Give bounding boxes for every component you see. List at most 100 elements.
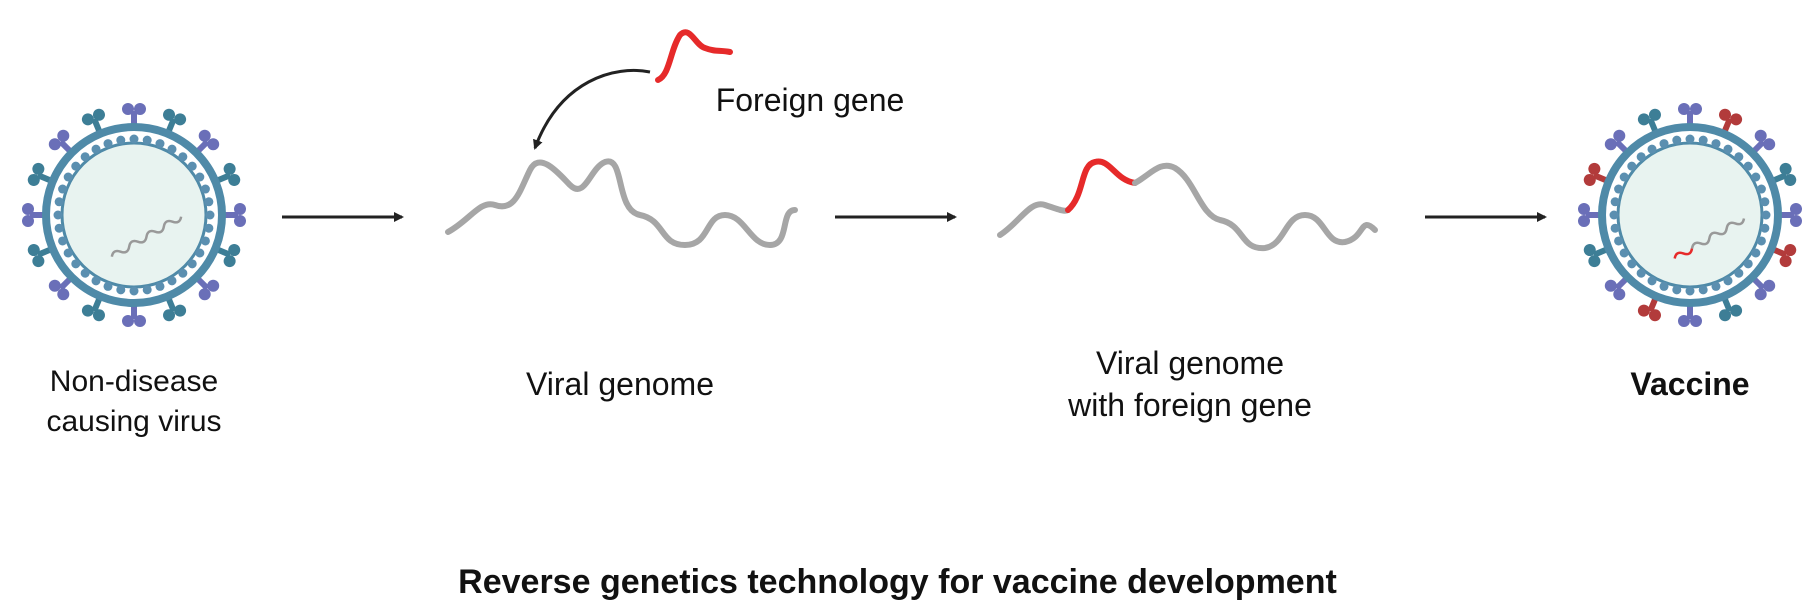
spike-protein-icon bbox=[1678, 301, 1702, 327]
foreign-gene-strand bbox=[655, 29, 733, 83]
membrane-bead bbox=[155, 281, 165, 291]
membrane-bead bbox=[167, 144, 177, 154]
membrane-bead bbox=[1619, 172, 1629, 182]
membrane-bead bbox=[1610, 223, 1620, 233]
insertion-arrow bbox=[533, 68, 651, 150]
diagram-title: Reverse genetics technology for vaccine … bbox=[458, 563, 1337, 601]
membrane-bead bbox=[1756, 184, 1766, 194]
membrane-bead bbox=[1647, 144, 1657, 154]
virus-capsid bbox=[60, 141, 208, 289]
membrane-bead bbox=[129, 134, 139, 144]
vaccine-capsid bbox=[1616, 141, 1764, 289]
vaccine-foreign-gene-strand bbox=[1673, 248, 1694, 259]
membrane-bead bbox=[205, 210, 215, 220]
modified-genome-left bbox=[997, 201, 1071, 238]
membrane-bead bbox=[116, 285, 126, 295]
membrane-bead bbox=[1760, 197, 1770, 207]
membrane-bead bbox=[1614, 184, 1624, 194]
membrane-bead bbox=[1636, 268, 1646, 278]
membrane-bead bbox=[1711, 281, 1721, 291]
virus-label: Non-disease causing virus bbox=[14, 362, 254, 442]
membrane-bead bbox=[187, 161, 197, 171]
membrane-bead bbox=[71, 161, 81, 171]
foreign-gene-label: Foreign gene bbox=[715, 82, 905, 118]
membrane-bead bbox=[187, 259, 197, 269]
membrane-bead bbox=[1619, 248, 1629, 258]
membrane-bead bbox=[195, 172, 205, 182]
virus-rna-strand bbox=[110, 216, 183, 257]
spike-protein-icon bbox=[212, 244, 241, 268]
vaccine-rna-strand bbox=[1690, 218, 1746, 249]
vaccine-label: Vaccine bbox=[1630, 366, 1750, 402]
vaccine-virus-icon bbox=[1578, 103, 1802, 327]
membrane-bead bbox=[71, 259, 81, 269]
membrane-bead bbox=[1609, 210, 1619, 220]
membrane-bead bbox=[200, 184, 210, 194]
membrane-bead bbox=[1685, 134, 1695, 144]
modified-genome-right bbox=[1132, 162, 1378, 252]
spike-protein-icon bbox=[122, 301, 146, 327]
membrane-bead bbox=[1698, 285, 1708, 295]
viral-genome-foreign-line-2: with foreign gene bbox=[1068, 387, 1312, 423]
membrane-bead bbox=[155, 139, 165, 149]
membrane-bead bbox=[1610, 197, 1620, 207]
viral-genome-foreign-line-1: Viral genome bbox=[1096, 345, 1284, 381]
membrane-bead bbox=[1756, 236, 1766, 246]
membrane-bead bbox=[204, 197, 214, 207]
inserted-foreign-gene bbox=[1065, 158, 1138, 213]
non-disease-virus-icon bbox=[22, 103, 246, 327]
membrane-bead bbox=[1761, 210, 1771, 220]
membrane-bead bbox=[1672, 285, 1682, 295]
membrane-bead bbox=[142, 285, 152, 295]
membrane-bead bbox=[1734, 268, 1744, 278]
viral-genome-strand bbox=[445, 158, 798, 249]
membrane-bead bbox=[54, 223, 64, 233]
membrane-bead bbox=[1760, 223, 1770, 233]
membrane-bead bbox=[195, 248, 205, 258]
membrane-bead bbox=[103, 139, 113, 149]
membrane-bead bbox=[1627, 161, 1637, 171]
membrane-bead bbox=[1723, 144, 1733, 154]
spike-protein-icon bbox=[122, 103, 146, 129]
membrane-bead bbox=[1723, 276, 1733, 286]
spike-protein-icon bbox=[1678, 103, 1702, 129]
membrane-bead bbox=[1659, 139, 1669, 149]
membrane-bead bbox=[204, 223, 214, 233]
membrane-bead bbox=[58, 236, 68, 246]
membrane-bead bbox=[63, 248, 73, 258]
membrane-bead bbox=[80, 268, 90, 278]
membrane-bead bbox=[63, 172, 73, 182]
vaccine-membrane-beads bbox=[1609, 134, 1771, 296]
membrane-bead bbox=[167, 276, 177, 286]
spike-protein-icon bbox=[81, 108, 105, 137]
membrane-bead bbox=[1685, 286, 1695, 296]
membrane-bead bbox=[200, 236, 210, 246]
membrane-bead bbox=[178, 152, 188, 162]
membrane-bead bbox=[116, 135, 126, 145]
membrane-bead bbox=[1743, 259, 1753, 269]
virus-label-line-1: Non-disease bbox=[49, 365, 219, 398]
membrane-bead bbox=[91, 276, 101, 286]
viral-genome-foreign-label: Viral genome with foreign gene bbox=[1030, 342, 1350, 426]
membrane-bead bbox=[91, 144, 101, 154]
membrane-bead bbox=[1734, 152, 1744, 162]
membrane-bead bbox=[103, 281, 113, 291]
membrane-bead bbox=[1711, 139, 1721, 149]
membrane-bead bbox=[80, 152, 90, 162]
membrane-bead bbox=[1672, 135, 1682, 145]
membrane-bead bbox=[1743, 161, 1753, 171]
membrane-bead bbox=[1751, 172, 1761, 182]
membrane-bead bbox=[53, 210, 63, 220]
membrane-bead bbox=[54, 197, 64, 207]
membrane-bead bbox=[178, 268, 188, 278]
membrane-bead bbox=[1627, 259, 1637, 269]
viral-genome-label: Viral genome bbox=[526, 366, 714, 402]
virus-label-line-2: causing virus bbox=[46, 405, 222, 438]
membrane-bead bbox=[1647, 276, 1657, 286]
membrane-bead bbox=[1614, 236, 1624, 246]
membrane-beads bbox=[53, 134, 215, 296]
membrane-bead bbox=[129, 286, 139, 296]
membrane-bead bbox=[1698, 135, 1708, 145]
vaccine-outer-membrane bbox=[1598, 123, 1782, 307]
